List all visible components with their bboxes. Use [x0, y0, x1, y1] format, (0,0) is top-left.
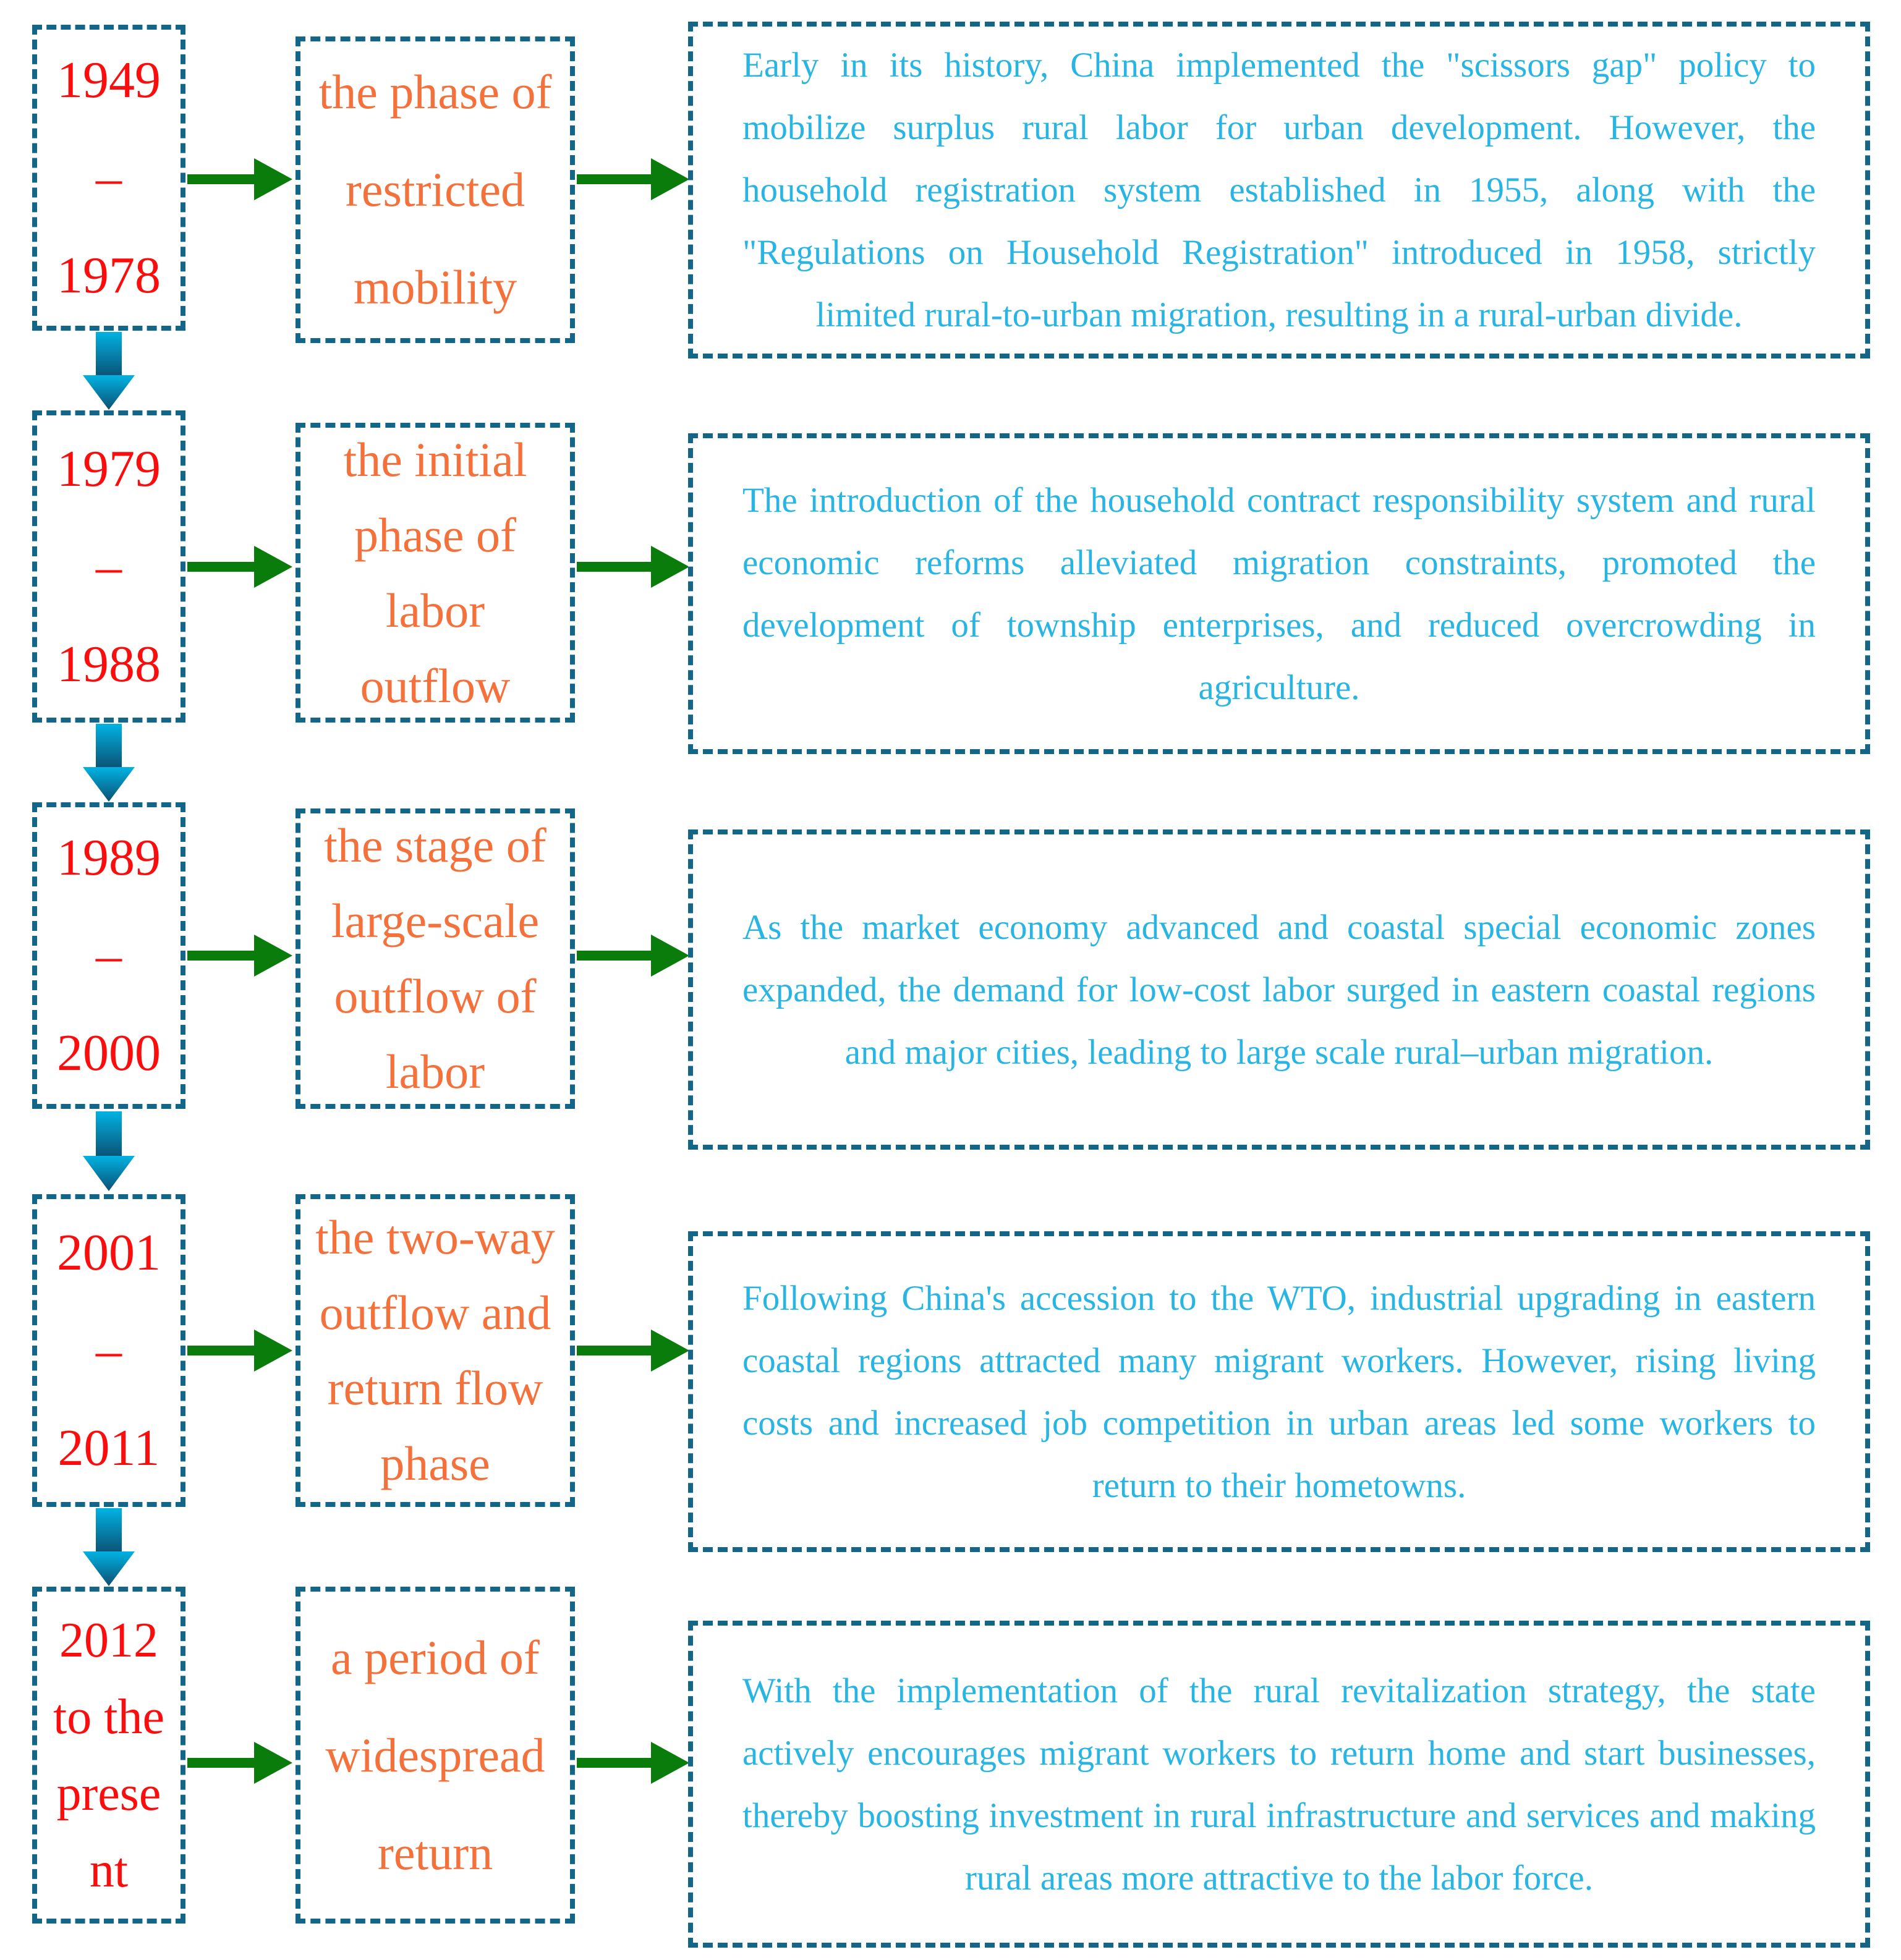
period-label: 2012 to the prese nt	[53, 1613, 164, 1898]
description-text: As the market economy advanced and coast…	[742, 907, 1816, 1072]
right-arrow-icon	[577, 1330, 689, 1372]
period-box-1979-1988: 1979 – 1988	[32, 410, 185, 723]
right-arrow-icon	[187, 546, 292, 588]
phase-box-large-scale-outflow: the stage of large-scale outflow of labo…	[296, 808, 575, 1109]
period-label: 1979 – 1988	[57, 439, 161, 693]
description-box-1: Early in its history, China implemented …	[688, 22, 1870, 358]
period-label: 2001 – 2011	[57, 1224, 161, 1477]
phase-box-widespread-return: a period of widespread return	[296, 1587, 575, 1924]
description-box-4: Following China's accession to the WTO, …	[688, 1231, 1870, 1552]
description-text: Early in its history, China implemented …	[742, 46, 1816, 334]
description-box-3: As the market economy advanced and coast…	[688, 829, 1870, 1150]
right-arrow-icon	[577, 546, 689, 588]
description-text: The introduction of the household contra…	[742, 480, 1816, 707]
phase-box-initial-labor-outflow: the initial phase of labor outflow	[296, 423, 575, 723]
phase-label: the initial phase of labor outflow	[343, 432, 527, 713]
phase-label: the two-way outflow and return flow phas…	[315, 1210, 555, 1490]
right-arrow-icon	[577, 1742, 689, 1784]
down-arrow-icon	[83, 332, 135, 410]
period-label: 1989 – 2000	[57, 829, 161, 1082]
right-arrow-icon	[187, 935, 292, 977]
phase-label: the stage of large-scale outflow of labo…	[324, 818, 546, 1098]
right-arrow-icon	[577, 935, 689, 977]
down-arrow-icon	[83, 1111, 135, 1191]
description-text: Following China's accession to the WTO, …	[742, 1278, 1816, 1505]
phase-label: a period of widespread return	[325, 1630, 545, 1880]
period-box-2001-2011: 2001 – 2011	[32, 1194, 185, 1507]
description-box-2: The introduction of the household contra…	[688, 433, 1870, 754]
period-box-1989-2000: 1989 – 2000	[32, 802, 185, 1109]
period-box-1949-1978: 1949 – 1978	[32, 25, 185, 331]
right-arrow-icon	[187, 158, 292, 200]
period-label: 1949 – 1978	[57, 51, 161, 304]
description-text: With the implementation of the rural rev…	[742, 1671, 1816, 1898]
down-arrow-icon	[83, 1508, 135, 1586]
phase-label: the phase of restricted mobility	[318, 65, 552, 314]
right-arrow-icon	[187, 1330, 292, 1372]
period-box-2012-present: 2012 to the prese nt	[32, 1587, 185, 1924]
right-arrow-icon	[187, 1742, 292, 1784]
phase-box-restricted-mobility: the phase of restricted mobility	[296, 36, 575, 343]
phase-box-two-way-flow: the two-way outflow and return flow phas…	[296, 1194, 575, 1507]
description-box-5: With the implementation of the rural rev…	[688, 1621, 1870, 1948]
right-arrow-icon	[577, 158, 689, 200]
down-arrow-icon	[83, 724, 135, 802]
